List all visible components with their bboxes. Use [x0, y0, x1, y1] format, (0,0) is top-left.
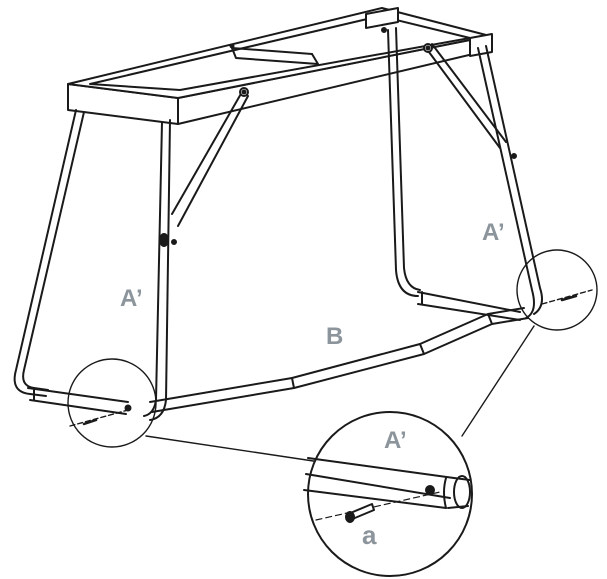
label-crossbar: B — [326, 323, 343, 350]
labels: A’ A’ B A’ a — [120, 219, 505, 550]
label-leg-left: A’ — [120, 285, 143, 312]
right-leg — [387, 27, 543, 321]
left-leg — [13, 87, 249, 421]
detail-callouts — [67, 249, 598, 463]
crossbar — [149, 307, 529, 413]
label-detail-screw: a — [362, 520, 377, 550]
top-frame — [67, 7, 493, 125]
detail-magnified — [303, 411, 473, 577]
label-leg-right: A’ — [482, 219, 505, 246]
label-detail-leg: A’ — [384, 427, 407, 454]
